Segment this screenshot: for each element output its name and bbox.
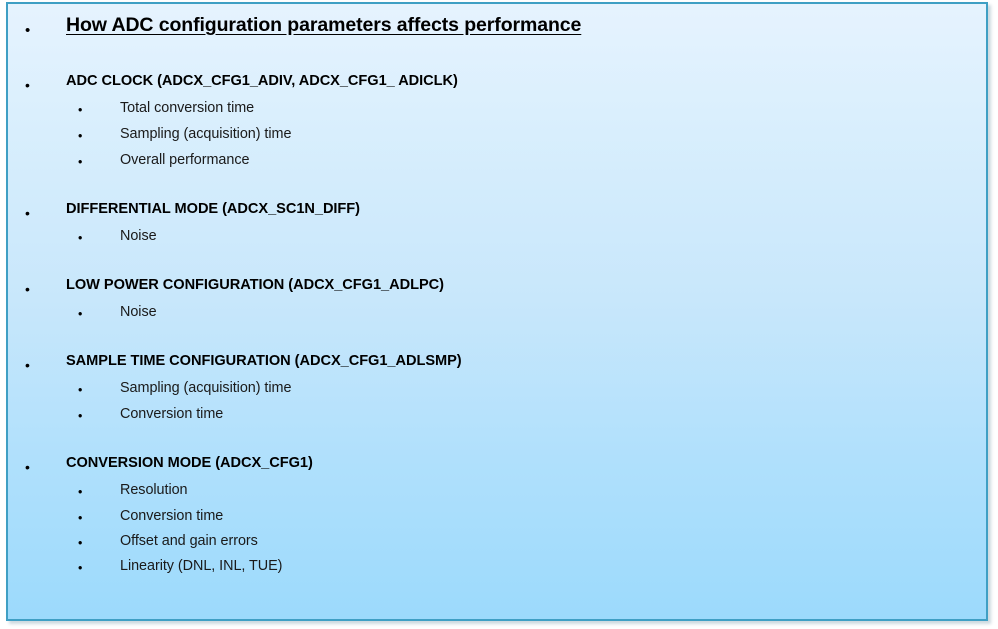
list-item-label: Conversion time <box>120 406 224 422</box>
bullet-glyph-icon: • <box>25 357 30 373</box>
bullet-glyph-icon: • <box>78 409 83 423</box>
list-item-label: Noise <box>120 228 157 244</box>
section-heading-label: DIFFERENTIAL MODE (ADCX_SC1N_DIFF) <box>66 201 360 217</box>
bullet-glyph-icon: • <box>78 485 83 499</box>
list-item-label: Sampling (acquisition) time <box>120 126 292 142</box>
bullet-glyph-icon: • <box>78 307 83 321</box>
bullet-glyph-icon: • <box>25 205 30 221</box>
bullet-glyph-icon: • <box>25 77 30 93</box>
bullet-glyph-icon: • <box>78 511 83 525</box>
bullet-glyph-icon: • <box>78 231 83 245</box>
bullet-glyph-icon: • <box>78 129 83 143</box>
list-item-label: Sampling (acquisition) time <box>120 380 292 396</box>
list-item-label: Offset and gain errors <box>120 533 258 549</box>
section-heading-label: ADC CLOCK (ADCX_CFG1_ADIV, ADCX_CFG1_ AD… <box>66 73 458 89</box>
section-heading-label: LOW POWER CONFIGURATION (ADCX_CFG1_ADLPC… <box>66 277 444 293</box>
bullet-glyph-icon: • <box>78 383 83 397</box>
slide-panel: • How ADC configuration parameters affec… <box>6 2 988 621</box>
bullet-glyph-icon: • <box>78 561 83 575</box>
bullet-glyph-icon: • <box>25 459 30 475</box>
list-item-label: Linearity (DNL, INL, TUE) <box>120 558 283 574</box>
list-item-label: Conversion time <box>120 508 224 524</box>
bullet-glyph-icon: • <box>78 155 83 169</box>
list-item-label: Total conversion time <box>120 100 255 116</box>
bullet-glyph-icon: • <box>25 281 30 297</box>
page-title: How ADC configuration parameters affects… <box>66 14 582 36</box>
list-item-label: Overall performance <box>120 152 250 168</box>
section-heading-label: SAMPLE TIME CONFIGURATION (ADCX_CFG1_ADL… <box>66 353 462 369</box>
bullet-glyph-icon: • <box>78 103 83 117</box>
bullet-glyph-icon: • <box>78 536 83 550</box>
list-item-label: Noise <box>120 304 157 320</box>
list-item-label: Resolution <box>120 482 188 498</box>
section-heading-label: CONVERSION MODE (ADCX_CFG1) <box>66 455 313 471</box>
slide-content-area: • How ADC configuration parameters affec… <box>8 4 986 619</box>
outline-bullet-list: • How ADC configuration parameters affec… <box>8 4 986 619</box>
bullet-glyph-icon: • <box>25 22 31 39</box>
